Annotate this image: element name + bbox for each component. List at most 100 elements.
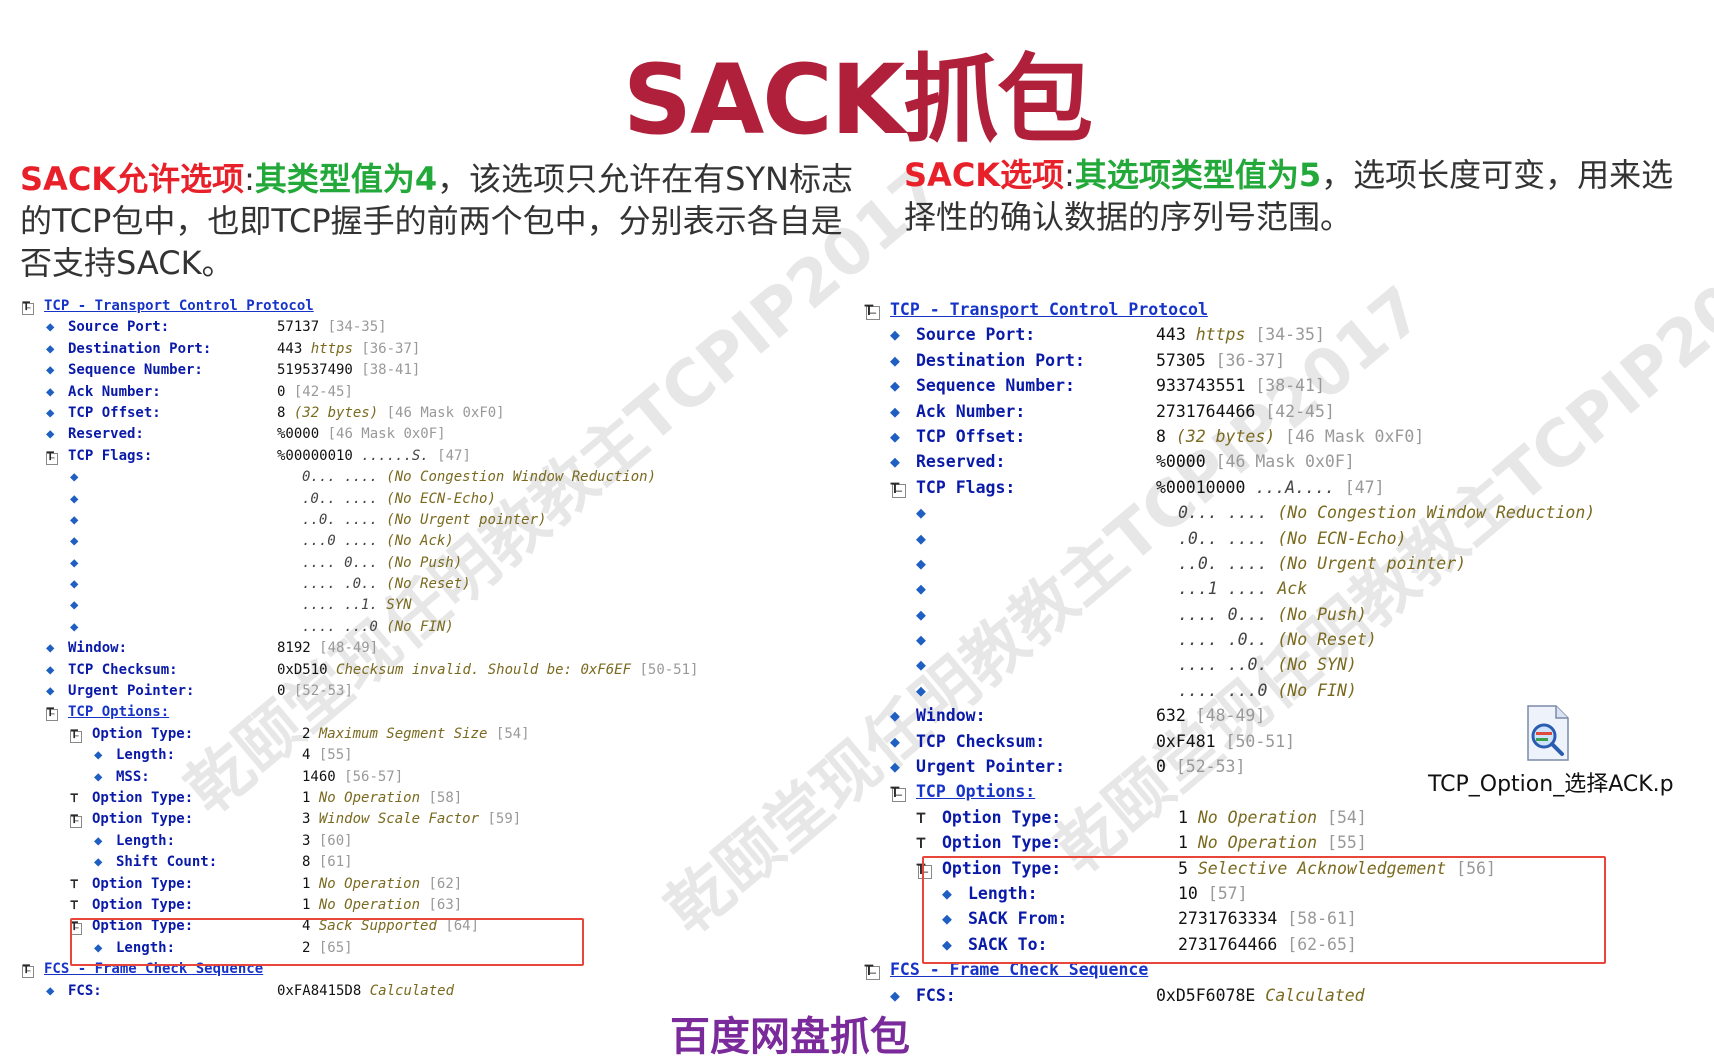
expand-toggle-icon[interactable]: − — [70, 730, 82, 743]
tree-row[interactable]: −⊤TCP Options: — [22, 704, 862, 725]
tree-row[interactable]: −⊤TCP Options: — [866, 782, 1706, 807]
tree-row[interactable]: ◆.... ...0 (No FIN) — [22, 619, 862, 640]
field-icon: ◆ — [916, 579, 926, 599]
tree-row[interactable]: −⊤Option Type:4 Sack Supported [64] — [22, 918, 862, 939]
tree-row[interactable]: ◆FCS:0xD5F6078E Calculated — [866, 986, 1706, 1011]
field-name: Option Type: — [92, 918, 194, 935]
tree-row[interactable]: ◆Urgent Pointer:0 [52-53] — [22, 683, 862, 704]
expand-toggle-icon[interactable]: − — [46, 709, 58, 722]
tree-row[interactable]: ◆SACK To:2731764466 [62-65] — [866, 935, 1706, 960]
field-icon: ◆ — [94, 768, 103, 785]
field-note: Ack — [1277, 579, 1308, 599]
tree-row[interactable]: ◆0... .... (No Congestion Window Reducti… — [866, 503, 1706, 528]
tree-row[interactable]: ◆Length:4 [55] — [22, 747, 862, 768]
field-value: 0xD510 — [277, 661, 328, 678]
expand-toggle-icon[interactable]: − — [70, 816, 82, 829]
byte-offset: [38-41] — [361, 362, 421, 379]
field-name[interactable]: TCP Options: — [916, 782, 1036, 802]
tree-row[interactable]: ◆.... .0.. (No Reset) — [866, 630, 1706, 655]
tree-row[interactable]: ◆Length:3 [60] — [22, 833, 862, 854]
tree-row[interactable]: ◆.... ...0 (No FIN) — [866, 681, 1706, 706]
tree-row[interactable]: ◆TCP Offset:8 (32 bytes) [46 Mask 0xF0] — [866, 427, 1706, 452]
tree-row[interactable]: ◆Urgent Pointer:0 [52-53] — [866, 757, 1706, 782]
field-value: 1 — [302, 896, 311, 913]
byte-offset: [63] — [428, 896, 463, 913]
tree-row[interactable]: ⊤Option Type:1 No Operation [58] — [22, 790, 862, 811]
expand-toggle-icon[interactable]: − — [46, 452, 58, 465]
tree-row[interactable]: ◆Source Port:57137 [34-35] — [22, 319, 862, 340]
tree-row[interactable]: ◆FCS:0xFA8415D8 Calculated — [22, 983, 862, 1004]
tree-row[interactable]: ◆Destination Port:443 https [36-37] — [22, 341, 862, 362]
field-value: 519537490 — [277, 362, 353, 379]
tree-row[interactable]: ◆...0 .... (No Ack) — [22, 533, 862, 554]
tree-row[interactable]: ◆.... 0... (No Push) — [22, 555, 862, 576]
tree-row[interactable]: ◆TCP Checksum:0xD510 Checksum invalid. S… — [22, 662, 862, 683]
tree-row[interactable]: ◆Destination Port:57305 [36-37] — [866, 351, 1706, 376]
tree-row[interactable]: ◆.... .0.. (No Reset) — [22, 576, 862, 597]
field-name: Length: — [968, 883, 1038, 903]
tree-row[interactable]: ◆TCP Checksum:0xF481 [50-51] — [866, 732, 1706, 757]
tree-row[interactable]: −⊤FCS - Frame Check Sequence — [864, 960, 1706, 985]
tree-row[interactable]: ⊤Option Type:1 No Operation [54] — [866, 808, 1706, 833]
field-note: No Operation — [1197, 833, 1318, 853]
tree-row[interactable]: −⊤Option Type:5 Selective Acknowledgemen… — [866, 859, 1706, 884]
tree-row[interactable]: ◆Window:632 [48-49] — [866, 706, 1706, 731]
tree-row[interactable]: ◆SACK From:2731763334 [58-61] — [866, 909, 1706, 934]
tree-row[interactable]: ◆MSS:1460 [56-57] — [22, 769, 862, 790]
field-note: (No Reset) — [1277, 630, 1377, 650]
tree-row[interactable]: ◆.0.. .... (No ECN-Echo) — [22, 491, 862, 512]
expand-toggle-icon[interactable]: − — [22, 303, 34, 315]
tree-row[interactable]: ◆Reserved:%0000 [46 Mask 0x0F] — [866, 452, 1706, 477]
tree-row[interactable]: ◆.... ..0. (No SYN) — [866, 655, 1706, 680]
expand-toggle-icon[interactable]: − — [22, 966, 34, 979]
expand-toggle-icon[interactable]: − — [892, 483, 906, 498]
tree-row[interactable]: ◆..0. .... (No Urgent pointer) — [866, 554, 1706, 579]
field-icon: ◆ — [890, 731, 900, 751]
tree-row[interactable]: ◆0... .... (No Congestion Window Reducti… — [22, 469, 862, 490]
field-value-group: 1460 [56-57] — [302, 769, 403, 785]
tree-row[interactable]: ◆Source Port:443 https [34-35] — [866, 325, 1706, 350]
tree-row[interactable]: ◆Shift Count:8 [61] — [22, 854, 862, 875]
tree-row[interactable]: −⊤TCP Flags:%00000010 ......S. [47] — [22, 448, 862, 469]
tree-row[interactable]: ◆Length:2 [65] — [22, 940, 862, 961]
expand-toggle-icon[interactable]: − — [892, 788, 906, 803]
field-name[interactable]: TCP Options: — [68, 704, 170, 721]
tree-row[interactable]: ◆Reserved:%0000 [46 Mask 0x0F] — [22, 426, 862, 447]
expand-toggle-icon[interactable]: − — [866, 966, 880, 981]
field-value-group: 0xF481 [50-51] — [1156, 732, 1295, 751]
tree-row[interactable]: ◆..0. .... (No Urgent pointer) — [22, 512, 862, 533]
field-value-group: %0000 [46 Mask 0x0F] — [277, 426, 446, 442]
left-description: SACK允许选项:其类型值为4，该选项只允许在有SYN标志的TCP包中，也即TC… — [20, 158, 860, 284]
tree-row[interactable]: −⊤TCP Flags:%00010000 ...A.... [47] — [866, 478, 1706, 503]
tree-row[interactable]: −⊤Option Type:2 Maximum Segment Size [54… — [22, 726, 862, 747]
tree-row[interactable]: ◆TCP Offset:8 (32 bytes) [46 Mask 0xF0] — [22, 405, 862, 426]
left-sack-highlight-box — [70, 918, 584, 966]
tree-row[interactable]: −⊤Option Type:3 Window Scale Factor [59] — [22, 811, 862, 832]
tree-row[interactable]: −⊤TCP - Transport Control Protocol — [864, 300, 1706, 325]
tree-row[interactable]: ⊤Option Type:1 No Operation [62] — [22, 876, 862, 897]
expand-toggle-icon[interactable]: − — [866, 306, 880, 320]
tree-row[interactable]: ◆Ack Number:2731764466 [42-45] — [866, 402, 1706, 427]
field-value-group: ..0. .... (No Urgent pointer) — [302, 512, 546, 528]
tree-row[interactable]: ◆Sequence Number:519537490 [38-41] — [22, 362, 862, 383]
field-name[interactable]: TCP - Transport Control Protocol — [44, 298, 314, 314]
field-name[interactable]: FCS - Frame Check Sequence — [890, 960, 1149, 980]
tree-row[interactable]: ◆Ack Number:0 [42-45] — [22, 384, 862, 405]
expand-toggle-icon[interactable]: − — [918, 864, 932, 879]
tree-row[interactable]: ◆.... 0... (No Push) — [866, 605, 1706, 630]
tree-row[interactable]: ◆.... ..1. SYN — [22, 597, 862, 618]
tree-row[interactable]: ⊤Option Type:1 No Operation [63] — [22, 897, 862, 918]
tree-row[interactable]: −⊤TCP - Transport Control Protocol — [22, 298, 862, 319]
field-name[interactable]: TCP - Transport Control Protocol — [890, 300, 1208, 319]
tree-row[interactable]: ◆...1 .... Ack — [866, 579, 1706, 604]
tree-row[interactable]: ◆Length:10 [57] — [866, 884, 1706, 909]
packet-file-icon[interactable] — [1522, 704, 1572, 762]
tree-row[interactable]: ◆Window:8192 [48-49] — [22, 640, 862, 661]
field-value: %0000 — [277, 426, 320, 443]
tree-node-icon: ⊤ — [70, 811, 79, 828]
tree-row[interactable]: ◆.0.. .... (No ECN-Echo) — [866, 529, 1706, 554]
packet-file-label[interactable]: TCP_Option_选择ACK.p — [1428, 772, 1674, 797]
tree-row[interactable]: ◆Sequence Number:933743551 [38-41] — [866, 376, 1706, 401]
field-value-group: 4 Sack Supported [64] — [302, 918, 479, 934]
tree-row[interactable]: ⊤Option Type:1 No Operation [55] — [866, 833, 1706, 858]
